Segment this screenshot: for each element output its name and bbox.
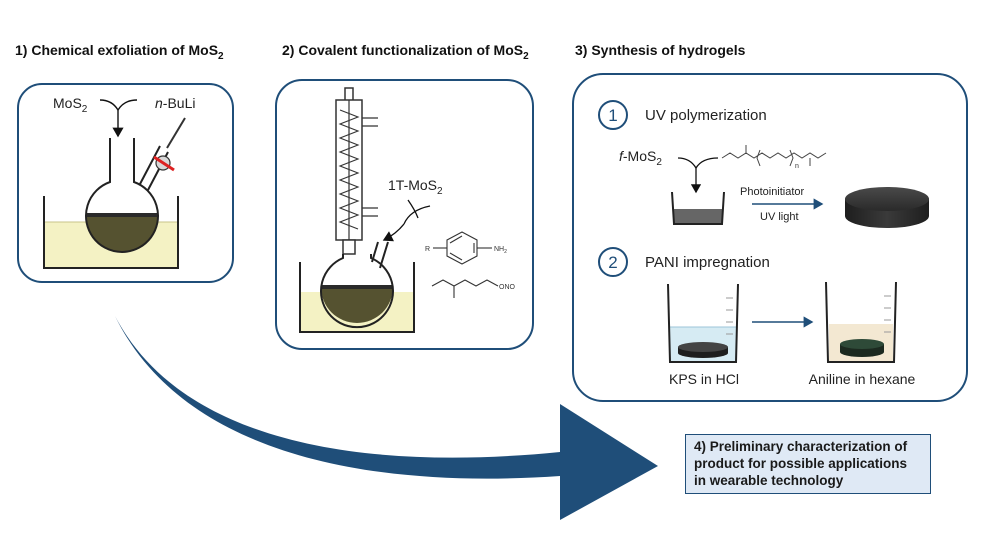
nitrite-label: ONO [499,284,516,291]
uv-title: UV polymerization [645,107,767,124]
peg-n-label: n [795,163,799,170]
beaker-kps-hcl [667,283,739,363]
hydrogel-disc [845,187,929,228]
uv-beaker [671,191,725,225]
step-1-title: 1) Chemical exfoliation of MoS2 [15,42,224,62]
photoinitiator-label: Photoinitiator [740,186,805,198]
characterization-box: 4) Preliminary characterization of produ… [685,434,931,494]
characterization-line: in wearable technology [694,473,844,488]
step-2-badge [598,247,628,277]
step-2-number: 2 [608,253,617,272]
step-3-title: 3) Synthesis of hydrogels [575,42,746,58]
panel-functionalization: 1T-MoS2 R NH2 ONO [275,79,534,350]
characterization-line: 4) Preliminary characterization of [694,439,908,454]
panel-hydrogels: 1 UV polymerization f-MoS2 n Photoinitia… [572,73,968,402]
step-2-title: 2) Covalent functionalization of MoS2 [282,42,529,62]
isoamyl-nitrite-structure [431,279,499,298]
reagent-mos2-label: MoS2 [53,95,88,115]
pegda-structure [721,145,827,167]
aryl-r-label: R [425,246,430,253]
reagent-1t-mos2-label: 1T-MoS2 [388,177,443,197]
aryl-amine-structure [433,231,492,265]
reagent-buli-label: n-BuLi [155,95,195,111]
flask-exfoliation [85,117,186,253]
step-1-number: 1 [608,106,617,125]
beaker-aniline-hexane [825,281,897,363]
flow-arrow [115,316,658,520]
characterization-line: product for possible applications [694,456,908,471]
reflux-condenser [335,87,378,255]
kps-hcl-label: KPS in HCl [669,371,739,387]
uv-light-label: UV light [760,211,799,223]
step-1-badge [598,100,628,130]
aryl-nh2-label: NH2 [494,246,507,255]
fmos2-label: f-MoS2 [619,148,662,168]
pani-title: PANI impregnation [645,254,770,271]
flask-functionalization [320,241,394,329]
panel-exfoliation: MoS2 n-BuLi [17,83,234,283]
aniline-hexane-label: Aniline in hexane [809,371,916,387]
